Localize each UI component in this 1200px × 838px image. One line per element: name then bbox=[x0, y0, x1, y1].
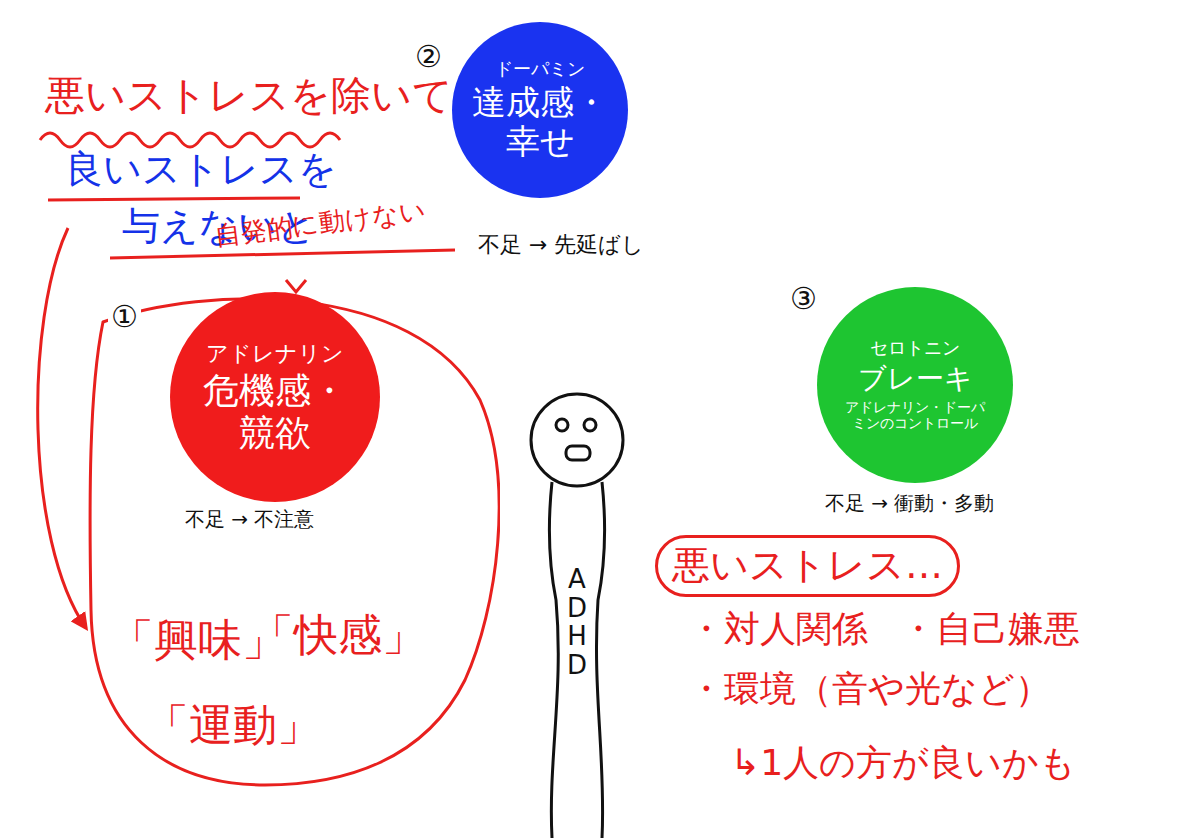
leader-arrow bbox=[38, 228, 86, 628]
effect-text: 不足 → 先延ばし bbox=[478, 232, 644, 257]
person-figure bbox=[531, 394, 623, 838]
node-text: セロトニン bbox=[870, 338, 960, 359]
arrowhead bbox=[286, 280, 306, 292]
note-text: 悪いストレスを除いて bbox=[45, 72, 453, 118]
underline bbox=[110, 250, 455, 258]
hormone-circle: セロトニンブレーキアドレナリン・ドーパミンのコントロール bbox=[817, 287, 1013, 483]
node-text: アドレナリン bbox=[206, 341, 344, 366]
node-text: アドレナリン・ドーパミンのコントロール bbox=[840, 399, 990, 431]
hormone-circle: アドレナリン危機感・競欲 bbox=[170, 292, 380, 502]
node-text: 達成感・幸せ bbox=[470, 83, 610, 161]
loop-region: 「興味」「快感」「運動」アドレナリン危機感・競欲 bbox=[85, 280, 500, 790]
figure-label: ADHD bbox=[564, 565, 590, 679]
node-text: 悪いストレス… bbox=[672, 544, 943, 588]
list-item: ・対人関係 bbox=[688, 608, 868, 649]
node-text: 危機感・競欲 bbox=[200, 370, 350, 453]
node-text: ブレーキ bbox=[858, 363, 973, 395]
wavy-underline bbox=[40, 133, 340, 147]
node-text: 「快感」 bbox=[250, 610, 426, 661]
node-text: ドーパミン bbox=[495, 59, 585, 80]
list-item: ・環境（音や光など） bbox=[688, 668, 1051, 709]
list-item: ・自己嫌悪 bbox=[900, 608, 1080, 649]
callout-number: ① bbox=[108, 300, 141, 335]
node-text: 「運動」 bbox=[145, 700, 321, 751]
note-text: 良いストレスを bbox=[65, 148, 337, 192]
list-item: ↳1人の方が良いかも bbox=[730, 742, 1076, 783]
callout-number: ② bbox=[415, 40, 442, 75]
hormone-circle: ドーパミン達成感・幸せ bbox=[452, 22, 628, 198]
underline bbox=[48, 198, 300, 200]
stress-box: 悪いストレス… bbox=[655, 535, 960, 597]
callout-number: ③ bbox=[790, 282, 817, 317]
effect-text: 不足 → 衝動・多動 bbox=[825, 492, 994, 515]
effect-text: 不足 → 不注意 bbox=[185, 508, 314, 531]
